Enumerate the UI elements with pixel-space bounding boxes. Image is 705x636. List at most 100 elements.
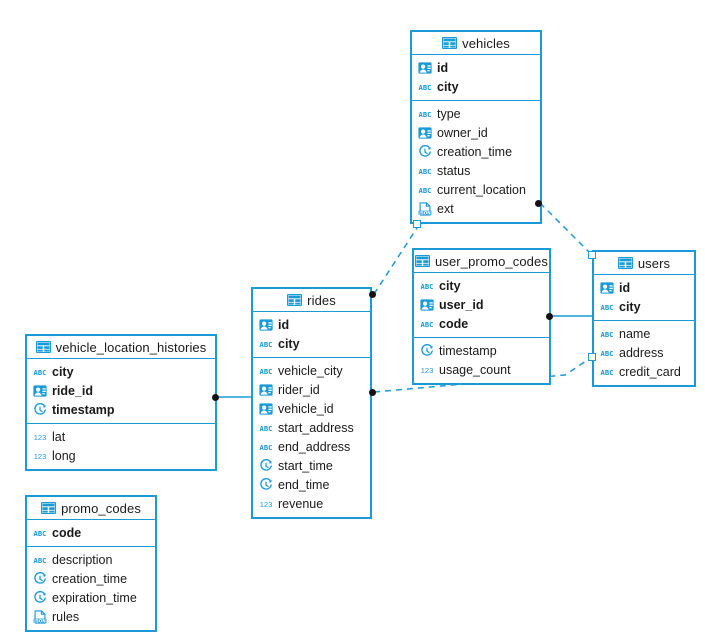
svg-text:ABC: ABC [421, 319, 434, 328]
key-field-vehicles-city[interactable]: ABC city [412, 77, 540, 96]
svg-text:ABC: ABC [601, 329, 614, 338]
id-card-icon [600, 281, 614, 295]
relationship-endpoint-dot-rides-to-vehicles[interactable] [369, 291, 376, 298]
key-field-vehicle_location_histories-ride_id[interactable]: ride_id [27, 381, 215, 400]
abc-icon: ABC [418, 80, 432, 94]
field-label: creation_time [437, 144, 513, 159]
abc-icon: ABC [600, 327, 614, 341]
key-field-vehicles-id[interactable]: id [412, 58, 540, 77]
table-name: rides [307, 292, 336, 308]
table-header-vehicle_location_histories[interactable]: vehicle_location_histories [27, 336, 215, 359]
field-users-credit_card[interactable]: ABC credit_card [594, 362, 694, 381]
key-field-user_promo_codes-user_id[interactable]: user_id [414, 295, 549, 314]
table-header-rides[interactable]: rides [253, 289, 370, 312]
relationship-endpoint-dot-user-promo-codes-to-users[interactable] [546, 313, 553, 320]
field-label: owner_id [437, 125, 488, 140]
table-header-user_promo_codes[interactable]: user_promo_codes [414, 250, 549, 273]
field-promo_codes-creation_time[interactable]: creation_time [27, 569, 155, 588]
field-label: name [619, 326, 651, 341]
key-field-vehicle_location_histories-city[interactable]: ABC city [27, 362, 215, 381]
svg-text:123: 123 [260, 500, 273, 509]
field-vehicles-creation_time[interactable]: creation_time [412, 142, 540, 161]
table-header-promo_codes[interactable]: promo_codes [27, 497, 155, 520]
field-vehicles-owner_id[interactable]: owner_id [412, 123, 540, 142]
id-card-icon [420, 298, 434, 312]
field-label: credit_card [619, 364, 681, 379]
relationship-endpoint-dot-rides-to-users[interactable] [369, 389, 376, 396]
field-label: address [619, 345, 664, 360]
relationship-endpoint-dot-vehicles-to-users[interactable] [535, 200, 542, 207]
key-field-vehicle_location_histories-timestamp[interactable]: timestamp [27, 400, 215, 419]
table-grid-icon [287, 294, 303, 306]
field-rides-end_time[interactable]: end_time [253, 475, 370, 494]
svg-text:ABC: ABC [260, 442, 273, 451]
field-label: city [439, 278, 461, 293]
key-field-users-id[interactable]: id [594, 278, 694, 297]
relationship-endpoint-square-rides-to-users[interactable] [588, 353, 596, 361]
field-label: city [52, 364, 74, 379]
clock-icon [33, 571, 47, 586]
field-user_promo_codes-timestamp[interactable]: timestamp [414, 341, 549, 360]
clock-icon [420, 343, 434, 358]
abc-icon: ABC [600, 365, 614, 379]
clock-icon [33, 590, 47, 605]
id-card-icon [259, 383, 273, 397]
relationship-endpoint-dot-vehicle-location-histories-to-rides[interactable] [212, 394, 219, 401]
field-label: creation_time [52, 571, 128, 586]
field-rides-start_time[interactable]: start_time [253, 456, 370, 475]
table-header-vehicles[interactable]: vehicles [412, 32, 540, 55]
field-rides-vehicle_id[interactable]: vehicle_id [253, 399, 370, 418]
id-card-icon [33, 384, 47, 398]
key-field-rides-id[interactable]: id [253, 315, 370, 334]
abc-icon: ABC [259, 364, 273, 378]
svg-text:ABC: ABC [260, 366, 273, 375]
table-header-users[interactable]: users [594, 252, 694, 275]
field-label: timestamp [439, 343, 497, 358]
field-label: city [437, 79, 459, 94]
field-users-name[interactable]: ABC name [594, 324, 694, 343]
svg-text:ABC: ABC [34, 367, 47, 376]
svg-text:ABC: ABC [34, 555, 47, 564]
field-rides-rider_id[interactable]: rider_id [253, 380, 370, 399]
relationship-endpoint-square-vehicles-to-users[interactable] [588, 251, 596, 259]
svg-text:ABC: ABC [601, 302, 614, 311]
relationship-endpoint-square-rides-to-vehicles[interactable] [413, 220, 421, 228]
table-grid-icon [415, 255, 431, 267]
field-label: end_time [278, 477, 330, 492]
field-promo_codes-expiration_time[interactable]: expiration_time [27, 588, 155, 607]
abc-icon: ABC [600, 300, 614, 314]
abc-icon: ABC [600, 346, 614, 360]
svg-text:JSON: JSON [33, 618, 46, 623]
field-users-address[interactable]: ABC address [594, 343, 694, 362]
table-grid-icon [442, 37, 458, 49]
field-label: ext [437, 201, 454, 216]
svg-text:123: 123 [34, 452, 47, 461]
field-label: code [52, 525, 82, 540]
svg-text:ABC: ABC [419, 185, 432, 194]
